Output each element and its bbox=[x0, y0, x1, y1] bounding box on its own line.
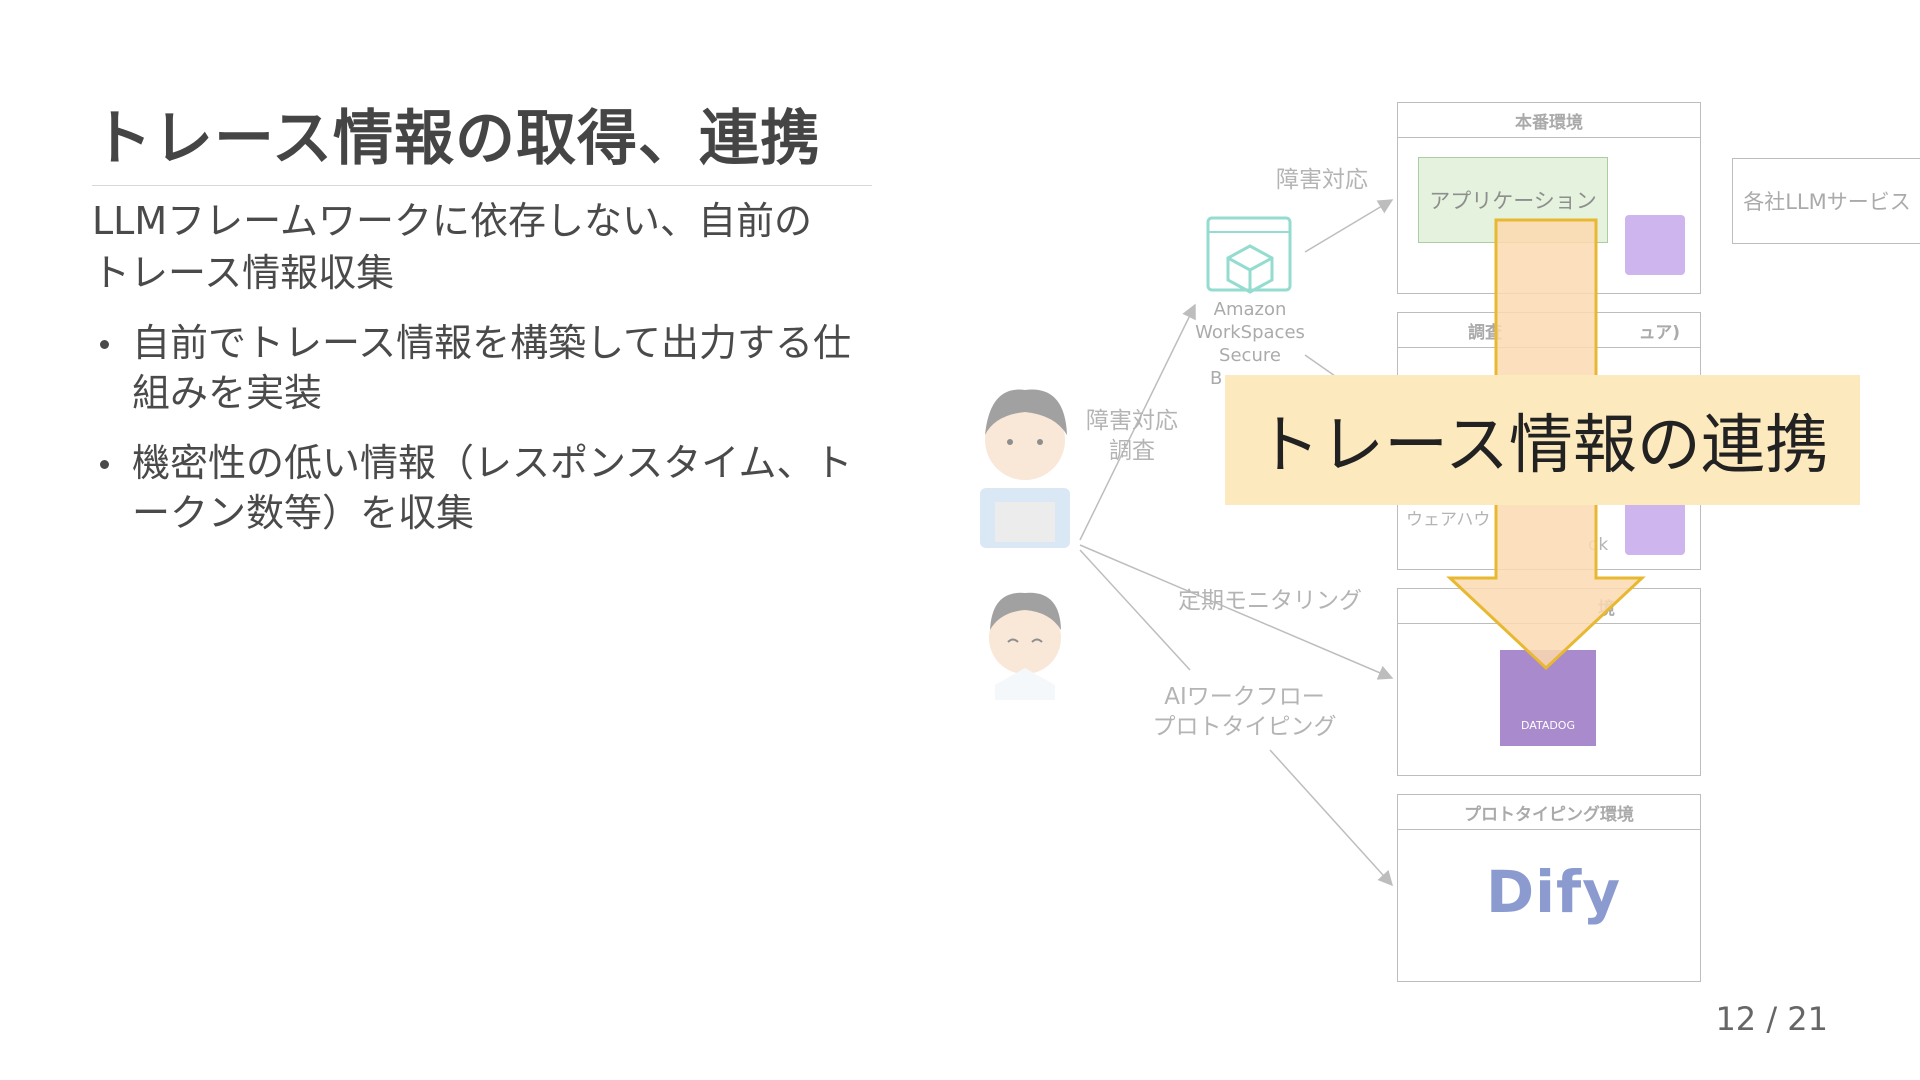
callout-box: トレース情報の連携 bbox=[1225, 375, 1860, 505]
page-number: 12 / 21 bbox=[1715, 1000, 1828, 1038]
